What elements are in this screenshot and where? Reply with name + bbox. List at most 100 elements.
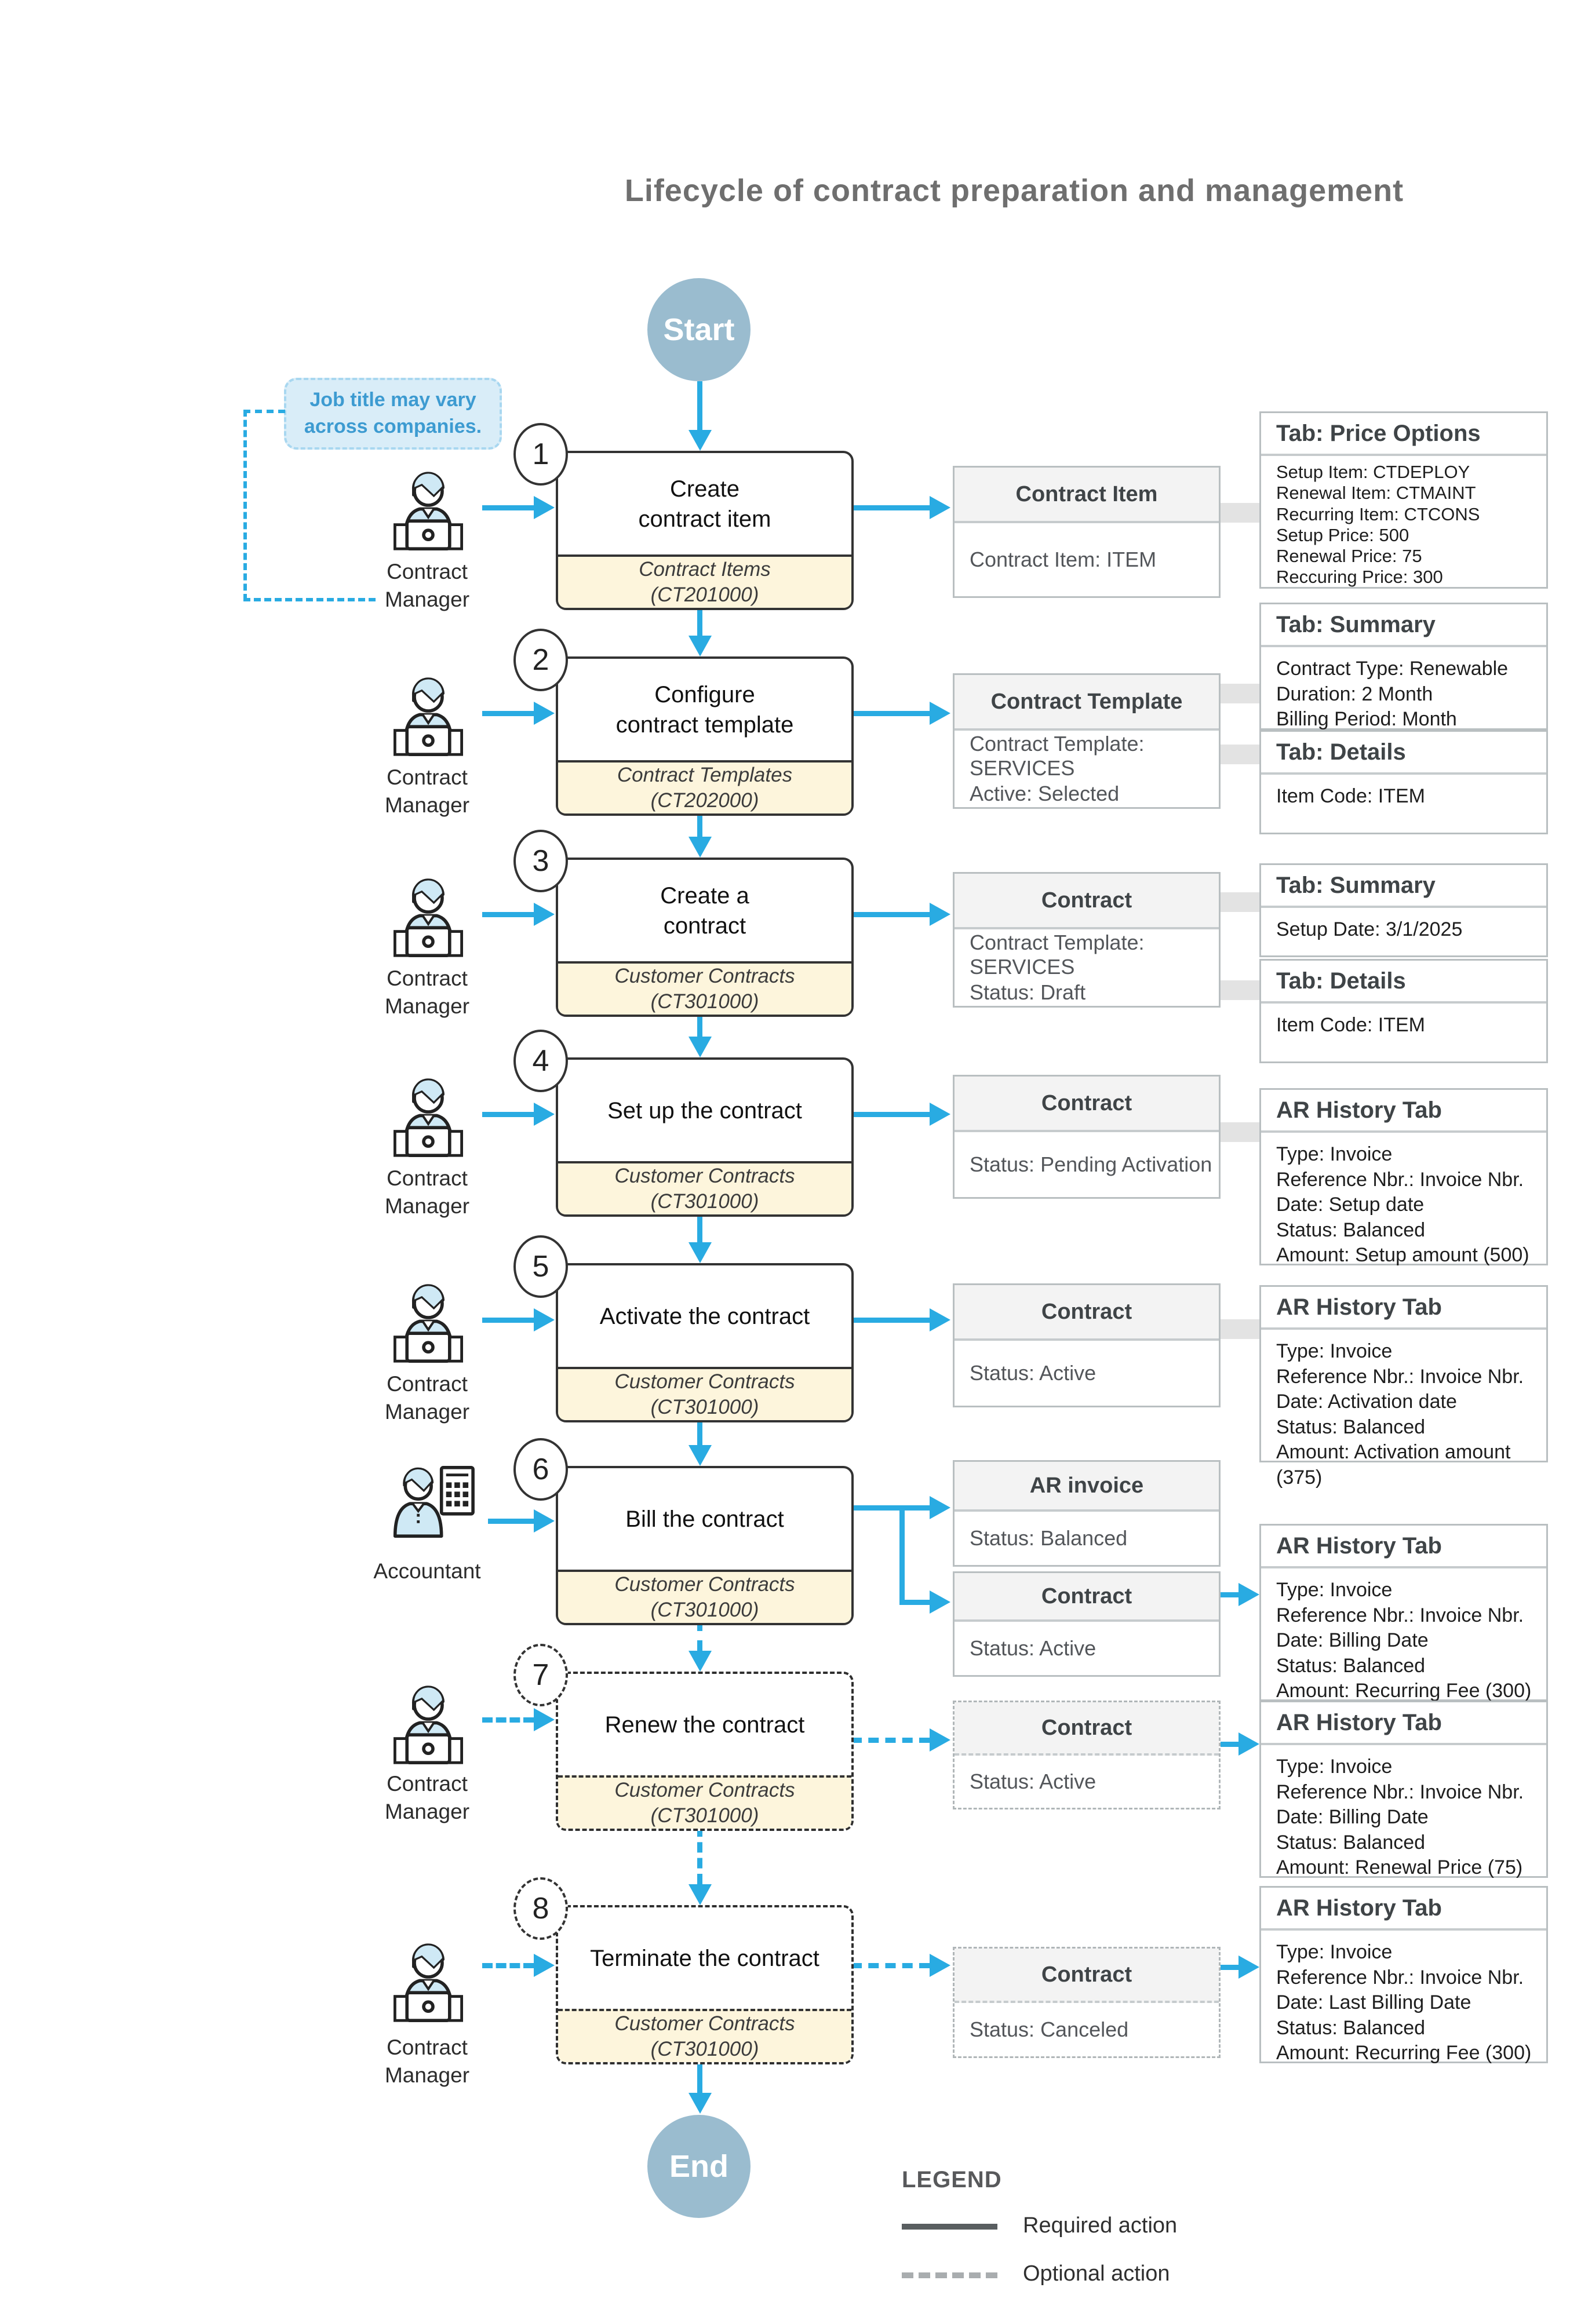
connector-bar [1217,1319,1262,1339]
arrowhead [930,1954,950,1977]
tab-details-template: Tab: Details Item Code: ITEM [1259,730,1548,834]
screen-label: Customer Contracts (CT301000) [558,2009,851,2062]
arrowhead [534,903,555,926]
step-circle-7: 7 [513,1644,568,1706]
tab-body: Contract Type: Renewable Duration: 2 Mon… [1276,658,1509,731]
tab-details-contract: Tab: Details Item Code: ITEM [1259,959,1548,1063]
record-contract-canceled: Contract Status: Canceled [953,1947,1221,2058]
step-box-configure-contract-template: Configure contract template Contract Tem… [556,656,854,816]
arrow-step8-to-end [697,2060,702,2093]
contract-manager-icon [380,1677,477,1770]
arrowhead [689,1884,712,1905]
tab-title: Tab: Summary [1261,865,1546,908]
screen-label: Customer Contracts (CT301000) [558,1570,851,1623]
step-box-activate-the-contract: Activate the contract Customer Contracts… [556,1263,854,1422]
record-line: Contract Template: SERVICES [970,931,1145,979]
tab-ar-history-billing: AR History Tab Type: Invoice Reference N… [1259,1524,1548,1702]
step-box-create-a-contract: Create a contract Customer Contracts (CT… [556,858,854,1017]
record-contract-template: Contract Template Contract Template: SER… [953,673,1221,809]
arrowhead [534,1509,555,1533]
step-label: Create a contract [660,882,749,939]
step-circle-6: 6 [513,1438,568,1501]
arrowhead [534,702,555,725]
arrow-step2-record [851,711,930,716]
record-line: Active: Selected [970,782,1120,805]
tab-body: Type: Invoice Reference Nbr.: Invoice Nb… [1276,1941,1532,2064]
note-job-title: Job title may vary across companies. [284,378,502,450]
arrowhead [930,1496,950,1519]
record-line: Contract Template: SERVICES [970,732,1145,780]
arrow-step7-record-optional [851,1738,930,1743]
connector-bar [1217,1122,1262,1142]
connector-bar [1217,684,1262,703]
arrow-actor-step6 [488,1519,534,1524]
arrowhead [689,1651,712,1672]
contract-manager-icon [380,669,477,762]
step-circle-1: 1 [513,423,568,486]
tab-title: Tab: Details [1261,732,1546,775]
screen-label: Contract Items (CT201000) [558,554,851,608]
arrow-step4-to-step5 [697,1212,702,1242]
note-connector-bottom [243,598,376,601]
arrowhead [689,837,712,858]
record-title: Contract [955,1949,1219,2003]
tab-ar-history-activation: AR History Tab Type: Invoice Reference N… [1259,1285,1548,1488]
legend-required-label: Required action [1023,2213,1178,2238]
tab-ar-history-setup: AR History Tab Type: Invoice Reference N… [1259,1088,1548,1266]
arrow-actor-step7-optional [482,1717,534,1723]
contract-manager-icon [380,1070,477,1163]
step-label: Set up the contract [607,1097,802,1123]
end-node: End [647,2115,751,2218]
tab-ar-history-termination: AR History Tab Type: Invoice Reference N… [1259,1886,1548,2064]
accountant-icon [377,1460,484,1553]
tab-ar-history-renewal: AR History Tab Type: Invoice Reference N… [1259,1701,1548,1878]
tab-price-options: Tab: Price Options Setup Item: CTDEPLOY … [1259,411,1548,589]
record-line: Contract Item: ITEM [970,548,1157,571]
contract-manager-icon [380,1276,477,1369]
record-line: Status: Active [970,1361,1097,1385]
arrowhead [534,1308,555,1331]
arrow-actor-step1 [482,505,534,510]
tab-title: AR History Tab [1261,1888,1546,1931]
tab-body: Type: Invoice Reference Nbr.: Invoice Nb… [1276,1340,1524,1488]
arrow-step3-to-step4 [697,1012,702,1037]
tab-body: Setup Date: 3/1/2025 [1276,918,1463,940]
page-title: Lifecycle of contract preparation and ma… [624,173,1404,208]
arrowhead [1238,1732,1259,1756]
step-label: Renew the contract [604,1712,805,1738]
record-contract-pending-activation: Contract Status: Pending Activation [953,1075,1221,1199]
connector-bar [1217,745,1262,764]
arrow-step6-contract [899,1600,930,1605]
legend-required-line [902,2224,997,2230]
record-line: Status: Canceled [970,2017,1129,2041]
record-title: Contract [955,874,1219,929]
step-label: Activate the contract [599,1303,810,1329]
record-contract-renewed: Contract Status: Active [953,1701,1221,1809]
arrowhead [1238,1955,1259,1979]
arrow-contract7-ar-history [1219,1742,1238,1747]
tab-body: Type: Invoice Reference Nbr.: Invoice Nb… [1276,1579,1532,1702]
tab-body: Type: Invoice Reference Nbr.: Invoice Nb… [1276,1756,1524,1879]
connector-bar [1217,980,1262,1000]
arrow-step7-to-step8-optional [697,1826,702,1884]
arrowhead [1238,1583,1259,1606]
step-label: Configure contract template [615,681,794,738]
tab-title: Tab: Summary [1261,604,1546,647]
arrow-step3-record [851,912,930,917]
tab-title: AR History Tab [1261,1526,1546,1568]
step-circle-4: 4 [513,1030,568,1092]
start-node: Start [647,278,751,381]
arrow-start-to-step1 [697,381,702,430]
arrowhead [689,2093,712,2114]
arrowhead [930,1728,950,1752]
contract-manager-icon [380,464,477,556]
arrowhead [689,1242,712,1263]
tab-body: Item Code: ITEM [1276,785,1425,807]
arrowhead [930,496,950,519]
actor-label: Contract Manager [384,560,470,612]
contract-manager-icon [380,870,477,963]
tab-title: Tab: Details [1261,961,1546,1004]
screen-label: Customer Contracts (CT301000) [558,1161,851,1214]
step-circle-3: 3 [513,830,568,892]
